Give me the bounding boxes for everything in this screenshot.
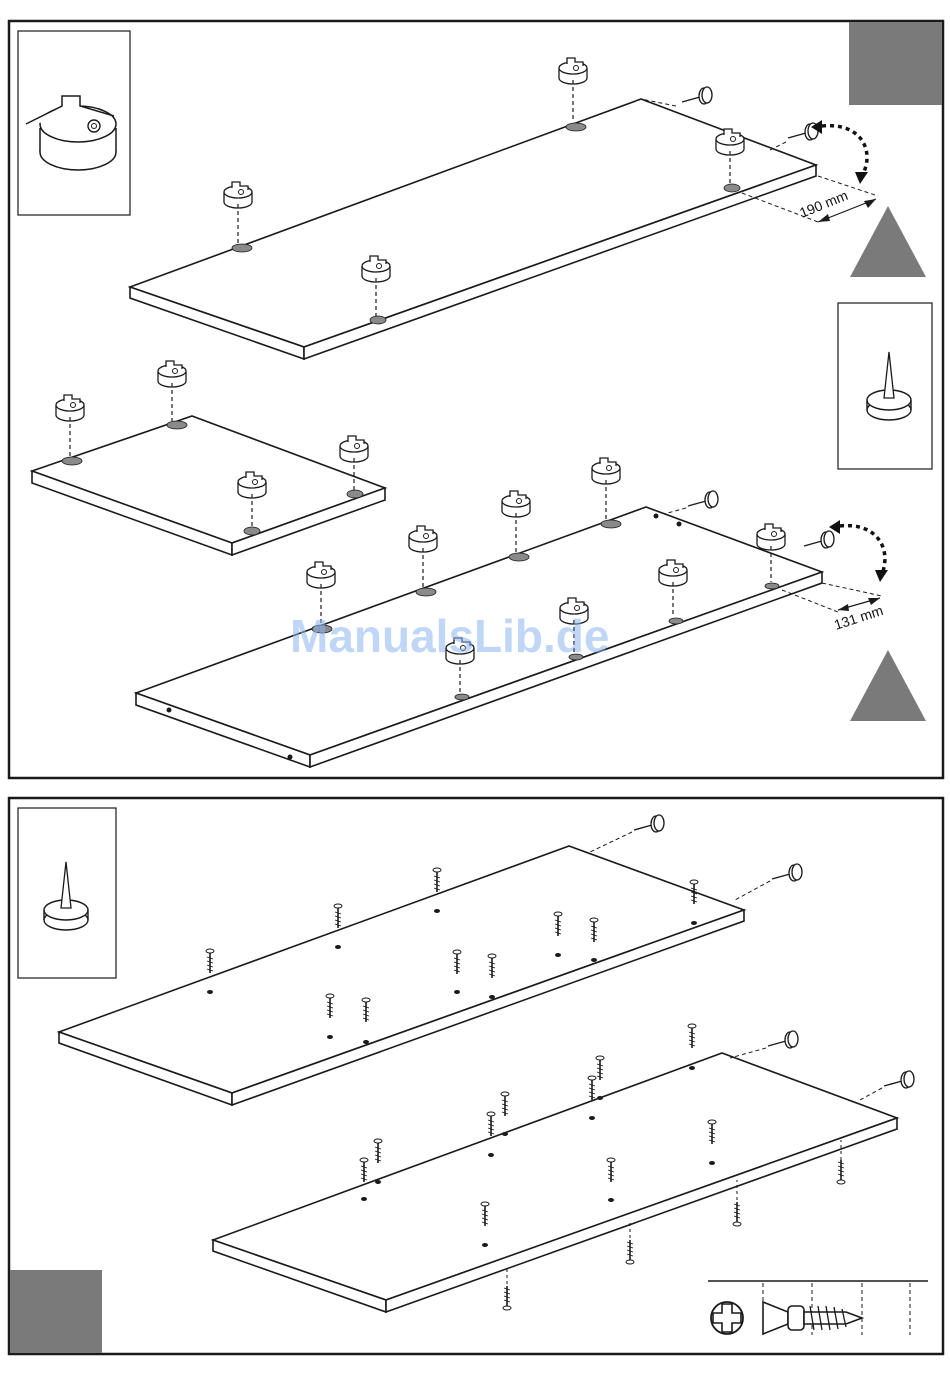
watermark: ManualsLib.de bbox=[290, 610, 609, 662]
nail-detail-box-top bbox=[838, 303, 932, 469]
step-frame-bottom bbox=[9, 798, 943, 1354]
cam-lock-detail-box bbox=[18, 31, 130, 215]
nail-detail-box-bottom bbox=[18, 808, 116, 978]
step-marker-square-bottom bbox=[10, 1270, 102, 1353]
step-marker-square-top bbox=[849, 22, 942, 105]
phillips-screwdriver-icon bbox=[711, 1302, 743, 1334]
step-frame-top: 190 mm bbox=[9, 21, 943, 778]
